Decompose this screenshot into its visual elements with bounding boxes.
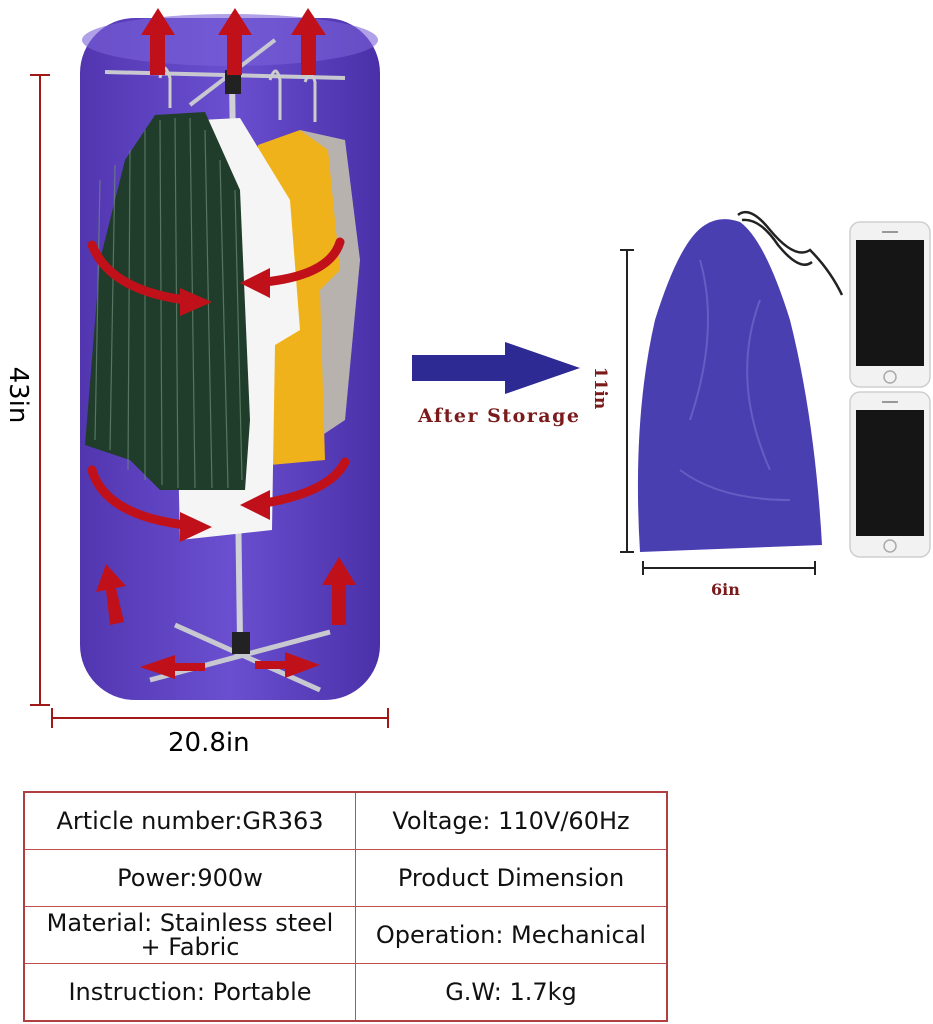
spec-power: Power:900w bbox=[23, 849, 356, 907]
transition-arrow bbox=[412, 342, 580, 394]
arrow-curve-3 bbox=[87, 465, 190, 530]
spec-voltage: Voltage: 110V/60Hz bbox=[355, 791, 668, 850]
airflow-arrows bbox=[96, 8, 356, 625]
bag-width-label: 6in bbox=[711, 580, 740, 599]
phone-illustration-1 bbox=[849, 221, 931, 388]
spec-article-number: Article number:GR363 bbox=[23, 791, 356, 850]
spec-product-dimension: Product Dimension bbox=[355, 849, 668, 907]
arrow-curve-4 bbox=[260, 457, 350, 508]
dryer-illustration bbox=[30, 8, 931, 728]
arrow-curve-2 bbox=[260, 237, 345, 287]
spec-instruction: Instruction: Portable bbox=[23, 963, 356, 1022]
spec-operation: Operation: Mechanical bbox=[355, 906, 668, 964]
table-row: Power:900w Product Dimension bbox=[23, 849, 668, 907]
table-row: Instruction: Portable G.W: 1.7kg bbox=[23, 963, 668, 1022]
storage-bag bbox=[637, 219, 822, 552]
table-row: Article number:GR363 Voltage: 110V/60Hz bbox=[23, 791, 668, 850]
table-row: Material: Stainless steel + Fabric Opera… bbox=[23, 906, 668, 964]
spec-material: Material: Stainless steel + Fabric bbox=[23, 906, 356, 964]
spec-table: Article number:GR363 Voltage: 110V/60Hz … bbox=[23, 791, 668, 1022]
after-storage-label: After Storage bbox=[418, 405, 581, 427]
spec-gross-weight: G.W: 1.7kg bbox=[355, 963, 668, 1022]
dryer-width-label: 20.8in bbox=[168, 728, 250, 758]
dryer-height-label: 43in bbox=[3, 366, 33, 424]
arrow-curve-1 bbox=[87, 240, 190, 305]
phone-illustration-2 bbox=[849, 391, 931, 558]
bag-height-label: 11in bbox=[590, 366, 610, 410]
